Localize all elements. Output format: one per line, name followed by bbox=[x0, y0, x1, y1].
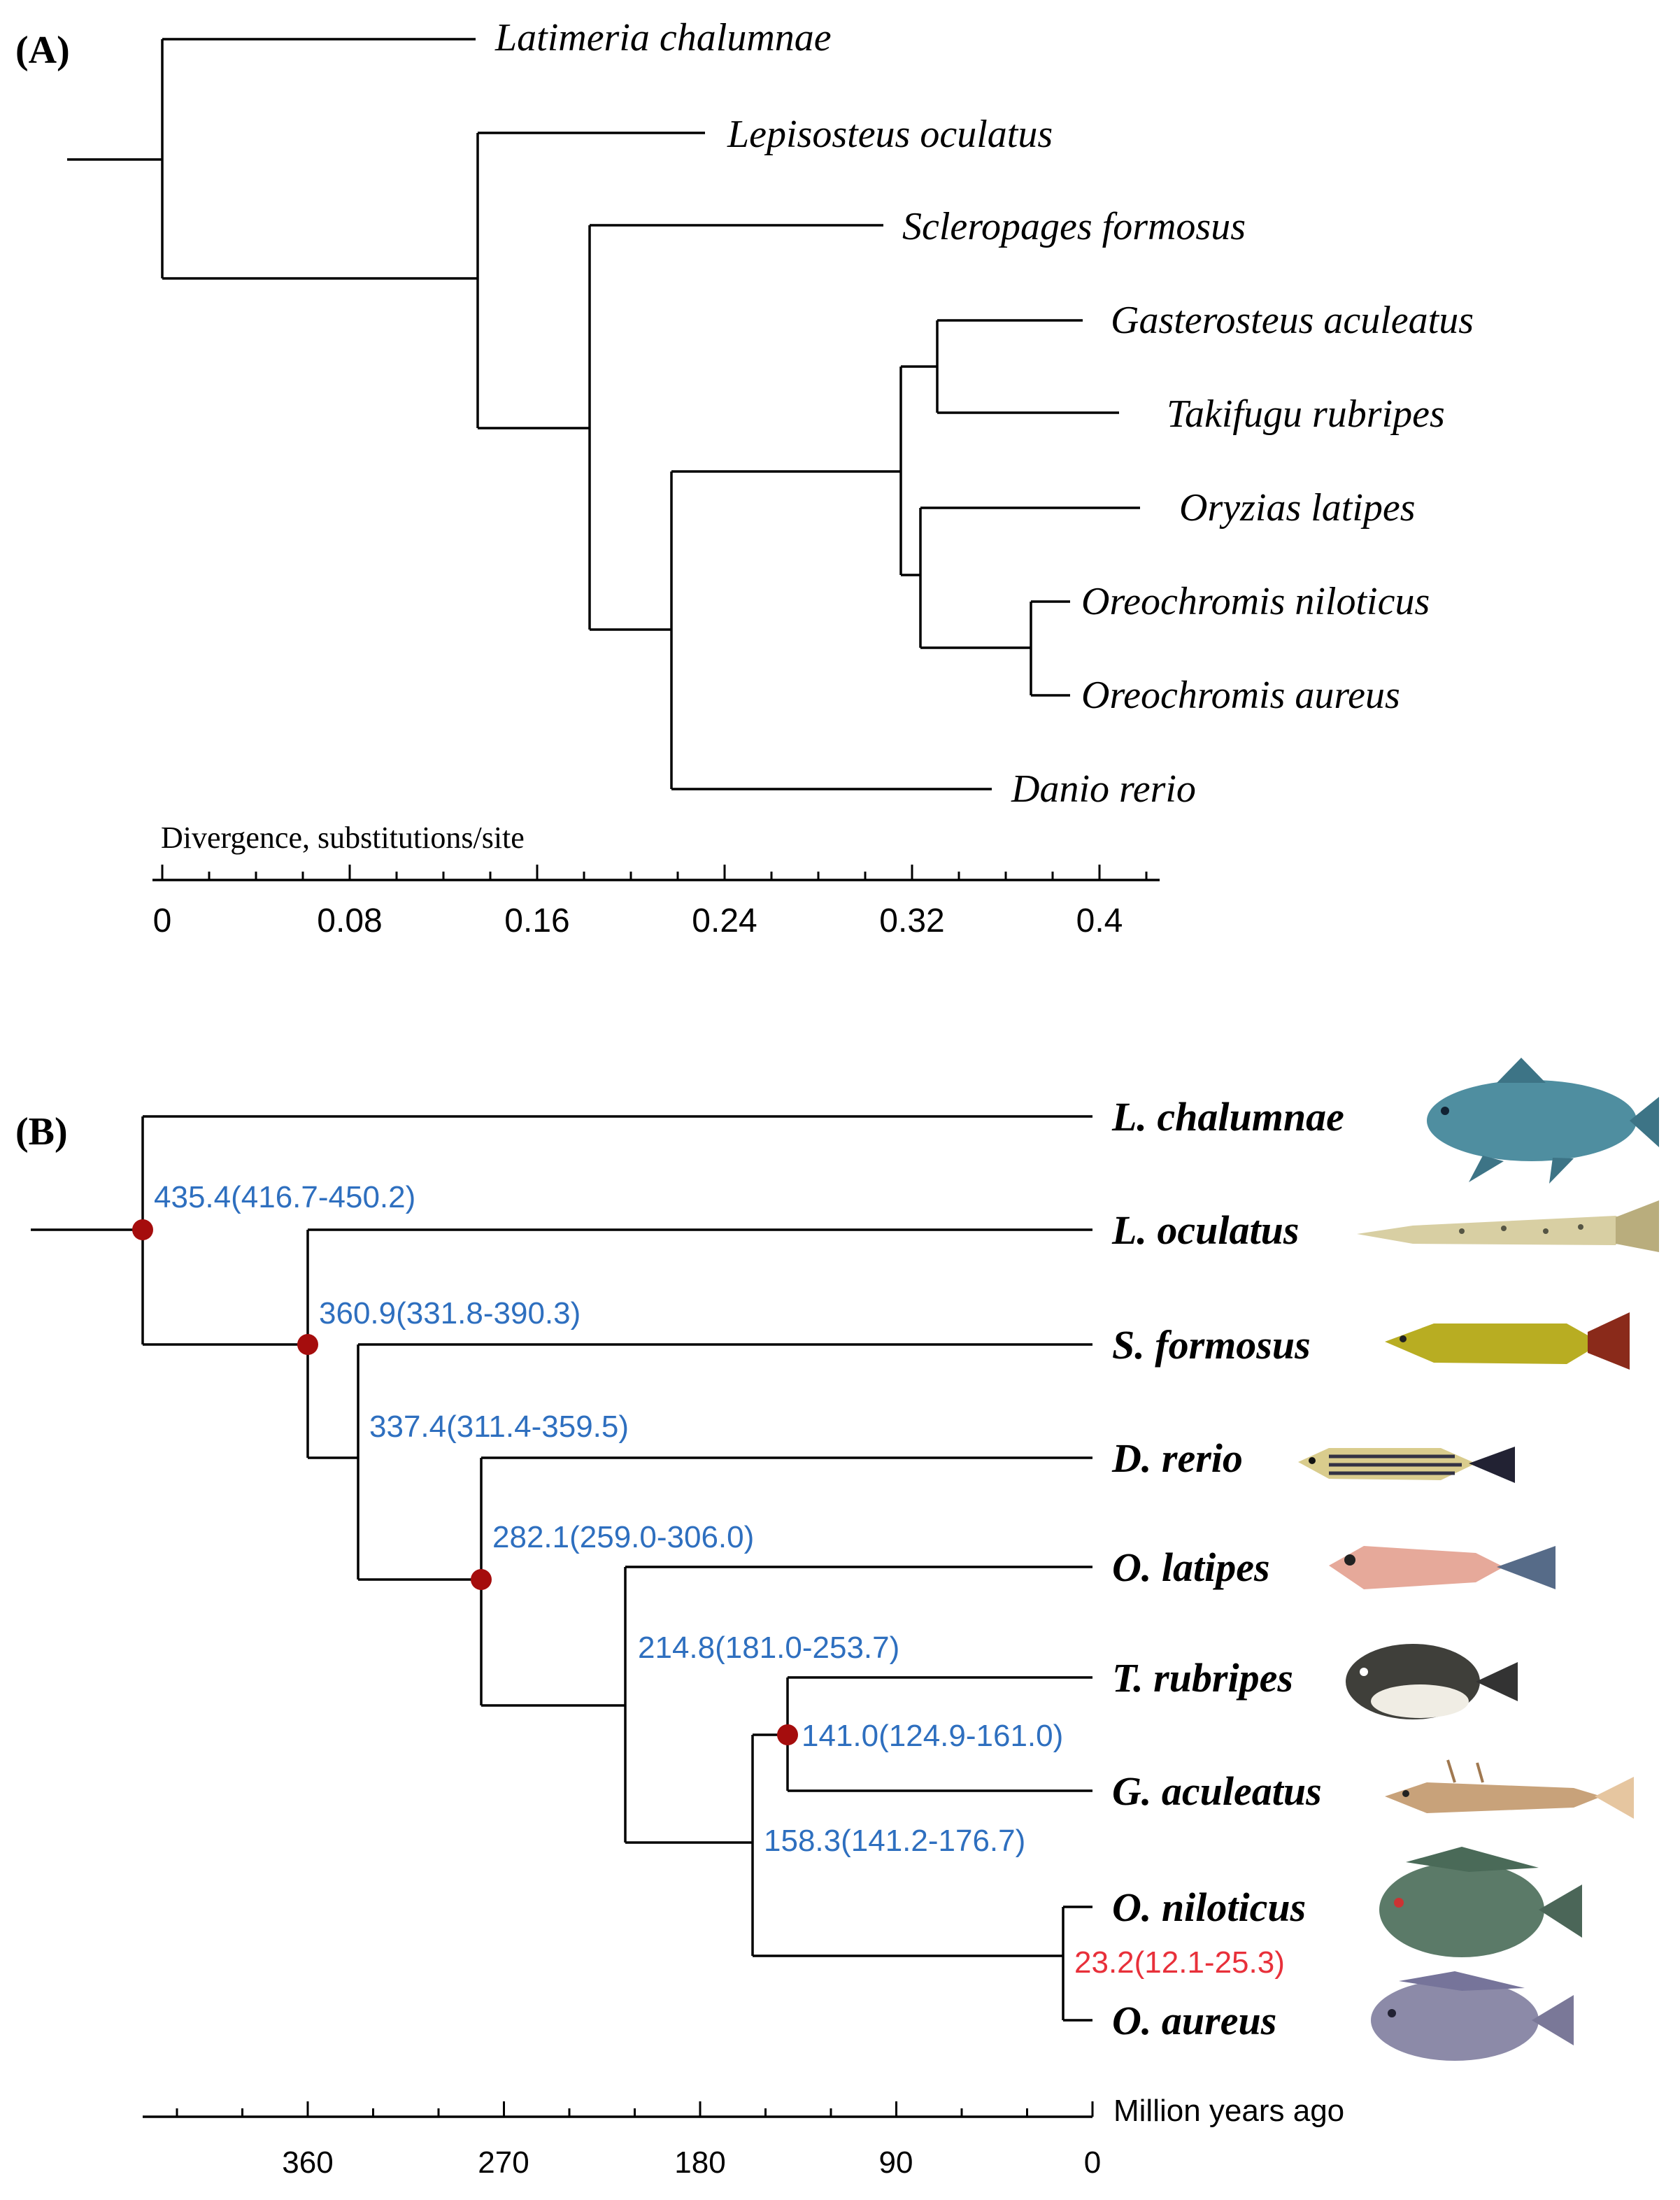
panel-b: (B) bbox=[15, 1058, 1659, 2180]
node-age-labels: 435.4(416.7-450.2) 360.9(331.8-390.3) 33… bbox=[154, 1180, 1285, 1980]
taxon-label: Latimeria chalumnae bbox=[494, 16, 832, 59]
node-age-label: 337.4(311.4-359.5) bbox=[369, 1410, 629, 1444]
tick-label: 270 bbox=[478, 2145, 529, 2180]
tick-label: 360 bbox=[282, 2145, 333, 2180]
nile-tilapia-image bbox=[1379, 1847, 1582, 1957]
gar-image bbox=[1357, 1200, 1659, 1252]
node-age-label: 360.9(331.8-390.3) bbox=[319, 1296, 581, 1330]
node-age-label: 282.1(259.0-306.0) bbox=[492, 1520, 754, 1554]
taxon-label: D. rerio bbox=[1111, 1435, 1243, 1481]
taxon-label: O. latipes bbox=[1112, 1545, 1270, 1590]
panel-b-branches bbox=[31, 1115, 1092, 2022]
taxon-label: Takifugu rubripes bbox=[1167, 392, 1445, 436]
axis-title: Divergence, substitutions/site bbox=[161, 821, 525, 855]
taxon-label: O. aureus bbox=[1112, 1998, 1276, 2043]
calibration-point bbox=[471, 1569, 492, 1590]
tick-label: 180 bbox=[674, 2145, 725, 2180]
taxon-label: Scleropages formosus bbox=[902, 205, 1246, 248]
taxon-label: T. rubripes bbox=[1112, 1655, 1293, 1701]
taxon-label: Oreochromis niloticus bbox=[1081, 580, 1430, 623]
zebrafish-image bbox=[1298, 1447, 1515, 1483]
panel-b-taxa: L. chalumnae L. oculatus S. formosus D. … bbox=[1111, 1094, 1344, 2043]
blue-tilapia-image bbox=[1371, 1971, 1574, 2061]
taxon-label: Gasterosteus aculeatus bbox=[1111, 299, 1474, 342]
taxon-label: L. oculatus bbox=[1111, 1207, 1300, 1253]
tick-label: 0.4 bbox=[1076, 902, 1123, 939]
calibration-point bbox=[297, 1334, 318, 1355]
node-age-label: 435.4(416.7-450.2) bbox=[154, 1180, 415, 1214]
calibration-points bbox=[132, 1219, 798, 1745]
tick-label: 0 bbox=[153, 902, 172, 939]
node-age-label: 23.2(12.1-25.3) bbox=[1074, 1945, 1285, 1980]
taxon-label: G. aculeatus bbox=[1112, 1768, 1322, 1814]
panel-a: (A) bbox=[15, 16, 1474, 939]
panel-a-taxa: Latimeria chalumnae Lepisosteus oculatus… bbox=[494, 16, 1474, 811]
taxon-label: O. niloticus bbox=[1112, 1885, 1306, 1930]
panel-b-label: (B) bbox=[15, 1110, 68, 1154]
taxon-label: S. formosus bbox=[1112, 1322, 1311, 1368]
taxon-label: Danio rerio bbox=[1011, 767, 1196, 811]
node-age-label: 158.3(141.2-176.7) bbox=[764, 1824, 1025, 1858]
tick-label: 0 bbox=[1084, 2145, 1101, 2180]
tick-label: 0.32 bbox=[879, 902, 944, 939]
calibration-point bbox=[132, 1219, 153, 1240]
calibration-point bbox=[777, 1724, 798, 1745]
pufferfish-image bbox=[1346, 1644, 1518, 1719]
node-age-label: 214.8(181.0-253.7) bbox=[638, 1631, 899, 1665]
tick-label: 90 bbox=[879, 2145, 913, 2180]
tick-label: 0.16 bbox=[504, 902, 569, 939]
arowana-image bbox=[1385, 1312, 1630, 1370]
taxon-label: Lepisosteus oculatus bbox=[727, 113, 1053, 156]
panel-a-branches bbox=[67, 38, 1140, 790]
axis-ticks bbox=[176, 2101, 1094, 2117]
taxon-label: Oryzias latipes bbox=[1179, 486, 1416, 530]
taxon-label: Oreochromis aureus bbox=[1081, 674, 1400, 717]
taxon-label: L. chalumnae bbox=[1111, 1094, 1344, 1140]
axis-title: Million years ago bbox=[1113, 2094, 1344, 2128]
tick-label: 0.08 bbox=[317, 902, 382, 939]
fish-illustrations bbox=[1298, 1058, 1659, 2061]
panel-a-axis: Divergence, substitutions/site 0 0.08 0.… bbox=[152, 821, 1160, 939]
coelacanth-image bbox=[1427, 1058, 1659, 1184]
tick-label: 0.24 bbox=[692, 902, 757, 939]
stickleback-image bbox=[1385, 1759, 1634, 1819]
node-age-label: 141.0(124.9-161.0) bbox=[802, 1719, 1063, 1753]
medaka-image bbox=[1329, 1546, 1556, 1589]
panel-a-label: (A) bbox=[15, 29, 70, 72]
panel-b-axis: Million years ago 360 270 180 90 0 bbox=[143, 2094, 1344, 2180]
axis-ticks bbox=[161, 865, 1148, 880]
